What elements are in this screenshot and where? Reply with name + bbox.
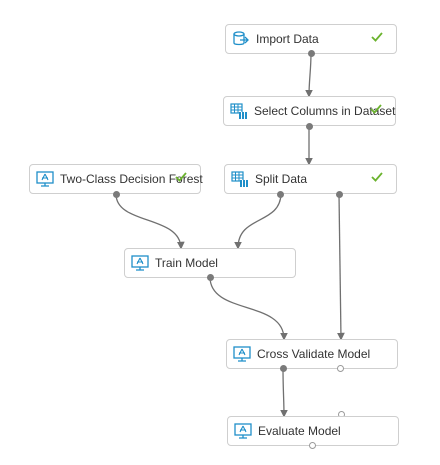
node-import-data[interactable]: Import Data bbox=[225, 24, 397, 54]
node-evaluate-model[interactable]: Evaluate Model bbox=[227, 416, 399, 446]
checkmark-icon bbox=[175, 172, 187, 182]
node-two-class-decision-forest[interactable]: Two-Class Decision Forest bbox=[29, 164, 203, 194]
output-port[interactable] bbox=[336, 191, 343, 198]
model-icon bbox=[131, 254, 149, 272]
output-port[interactable] bbox=[308, 50, 315, 57]
edge-forest-to-train bbox=[115, 193, 185, 250]
node-label: Split Data bbox=[255, 172, 308, 186]
edge-cross-to-evaluate bbox=[280, 367, 288, 418]
output-port[interactable] bbox=[280, 365, 287, 372]
model-icon bbox=[36, 170, 54, 188]
model-icon bbox=[233, 345, 251, 363]
node-label: Train Model bbox=[155, 256, 218, 270]
node-label: Cross Validate Model bbox=[257, 347, 371, 361]
checkmark-icon bbox=[371, 32, 383, 42]
edge-split-to-train bbox=[234, 193, 282, 250]
output-port[interactable] bbox=[113, 191, 120, 198]
node-cross-validate-model[interactable]: Cross Validate Model bbox=[226, 339, 398, 369]
output-port[interactable] bbox=[309, 442, 316, 449]
output-port[interactable] bbox=[337, 365, 344, 372]
checkmark-icon bbox=[370, 104, 382, 114]
node-split-data[interactable]: Split Data bbox=[224, 164, 397, 194]
edge-import-to-select bbox=[305, 52, 313, 98]
output-port[interactable] bbox=[277, 191, 284, 198]
table-split-icon bbox=[231, 170, 249, 188]
model-icon bbox=[234, 422, 252, 440]
node-select-columns[interactable]: Select Columns in Dataset bbox=[223, 96, 396, 126]
output-port[interactable] bbox=[207, 274, 214, 281]
edge-train-to-cross bbox=[209, 276, 288, 341]
edge-split-to-cross bbox=[337, 193, 345, 341]
node-label: Two-Class Decision Forest bbox=[60, 172, 203, 186]
node-label: Import Data bbox=[256, 32, 319, 46]
checkmark-icon bbox=[371, 172, 383, 182]
output-port[interactable] bbox=[306, 123, 313, 130]
node-train-model[interactable]: Train Model bbox=[124, 248, 296, 278]
database-import-icon bbox=[232, 30, 250, 48]
node-label: Select Columns in Dataset bbox=[254, 104, 396, 118]
node-label: Evaluate Model bbox=[258, 424, 341, 438]
table-columns-icon bbox=[230, 102, 248, 120]
